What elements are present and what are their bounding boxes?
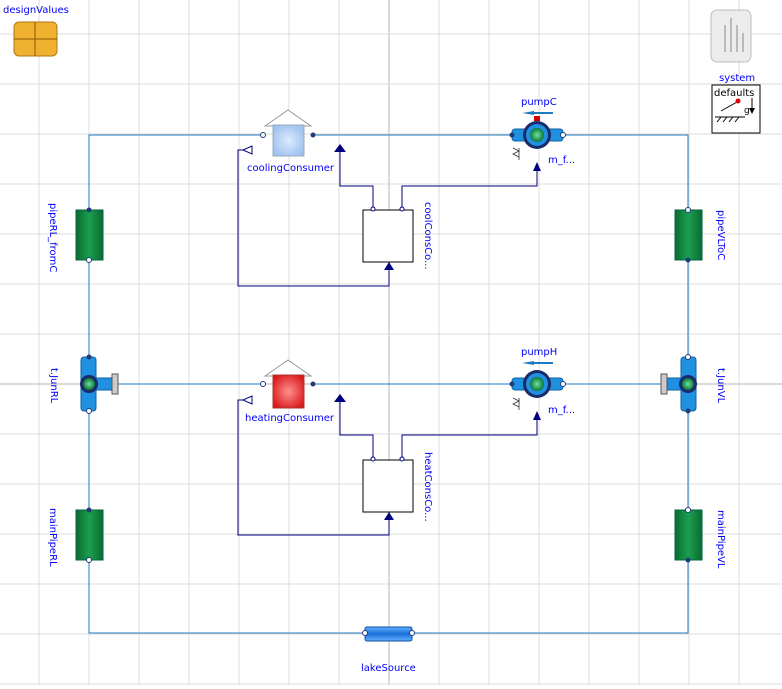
- consumer-input-arrows: [241, 145, 253, 405]
- consumer-icon: [260, 359, 316, 409]
- fluid-connections: [88, 134, 689, 634]
- signal-arrowheads: [334, 144, 541, 520]
- pump-c-label: pumpC: [521, 97, 557, 108]
- pump-icon: [509, 361, 566, 410]
- cool-cons-control-label: coolConsCo...: [422, 202, 433, 270]
- heating-consumer[interactable]: heatingConsumer: [245, 359, 335, 424]
- junction-icon: [80, 354, 119, 414]
- controller-block-icon: [362, 459, 414, 513]
- heating-consumer-label: heatingConsumer: [245, 413, 335, 424]
- pump-h-input-label: m_f...: [548, 405, 575, 416]
- heat-cons-control[interactable]: heatConsCo...: [362, 452, 433, 522]
- main-pipe-rl-label: mainPipeRL: [47, 508, 58, 567]
- lake-source-icon: [362, 626, 415, 642]
- main-pipe-vl-label: mainPipeVL: [715, 510, 726, 569]
- junction-vl-label: t.JunVL: [715, 368, 726, 404]
- pump-h[interactable]: pumpH m_f...: [509, 347, 576, 416]
- pump-c-input-label: m_f...: [548, 155, 575, 166]
- pipe-icon: [75, 207, 104, 263]
- pipe-vl-to-c[interactable]: pipeVLToC: [674, 207, 726, 263]
- pipe-rl-from-c-label: pipeRL_fromC: [47, 203, 58, 272]
- pipe-rl-from-c[interactable]: pipeRL_fromC: [47, 203, 104, 272]
- pump-h-label: pumpH: [521, 347, 557, 358]
- lake-source[interactable]: lakeSource: [361, 626, 416, 674]
- pipe-icon: [674, 507, 703, 563]
- junction-vl[interactable]: t.JunVL: [660, 354, 726, 414]
- cooling-consumer-label: coolingConsumer: [247, 163, 335, 174]
- lake-source-label: lakeSource: [361, 663, 416, 674]
- pipe-icon: [75, 507, 104, 563]
- junction-rl-label: t.JunRL: [48, 368, 59, 404]
- controller-block-icon: [362, 209, 414, 263]
- pipe-vl-to-c-label: pipeVLToC: [715, 210, 726, 260]
- record-icon: [13, 21, 58, 57]
- heat-cons-control-label: heatConsCo...: [422, 452, 433, 522]
- main-pipe-vl[interactable]: mainPipeVL: [674, 507, 726, 569]
- design-values-label: designValues: [3, 5, 69, 16]
- system-g-text: g: [744, 106, 750, 116]
- cooling-consumer[interactable]: coolingConsumer: [247, 109, 335, 174]
- design-values-record[interactable]: designValues: [3, 5, 69, 57]
- system-block[interactable]: system defaults g: [710, 9, 761, 134]
- main-pipe-rl[interactable]: mainPipeRL: [47, 507, 104, 568]
- pipe-icon: [674, 207, 703, 263]
- junction-icon: [660, 354, 697, 414]
- system-defaults-text: defaults: [714, 88, 754, 99]
- pump-icon: [509, 111, 566, 160]
- consumer-icon: [260, 109, 316, 157]
- pump-c[interactable]: pumpC m_f...: [509, 97, 576, 166]
- system-defaults-icon: [710, 9, 761, 134]
- system-label: system: [719, 73, 755, 84]
- cool-cons-control[interactable]: coolConsCo...: [362, 202, 433, 270]
- junction-rl[interactable]: t.JunRL: [48, 354, 119, 414]
